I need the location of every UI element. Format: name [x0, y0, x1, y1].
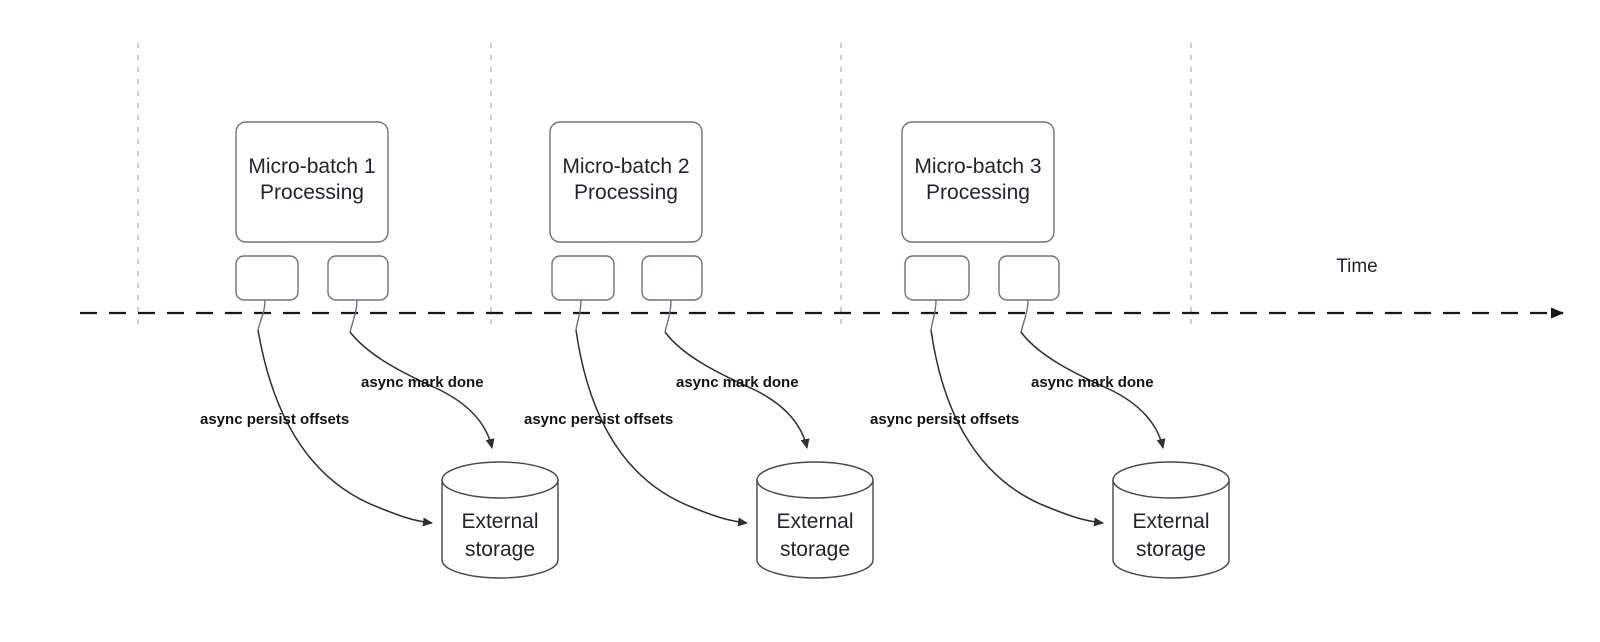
async-mark-done-label-3: async mark done: [1031, 374, 1154, 391]
micro-batch-1-label-line2: Processing: [260, 181, 364, 204]
task-box-3b-stem: [1020, 299, 1029, 333]
task-box-2b-stem: [664, 299, 672, 333]
external-storage-3-label-line1: External: [1132, 510, 1209, 533]
micro-batch-3-label-line2: Processing: [926, 181, 1030, 204]
task-box-1b-stem: [349, 299, 358, 333]
micro-batch-1-box[interactable]: [235, 121, 389, 243]
external-storage-1-label-line1: External: [461, 510, 538, 533]
task-box-2a[interactable]: [551, 255, 615, 301]
time-axis: Time: [80, 256, 1564, 319]
async-mark-done-edge-1: [349, 331, 495, 449]
external-storage-cylinder-1[interactable]: [441, 461, 559, 579]
group-1: Micro-batch 1 Processing async persist o…: [200, 121, 559, 579]
micro-batch-2-label-line1: Micro-batch 2: [562, 155, 689, 178]
async-persist-offsets-edge-1: [257, 329, 433, 527]
micro-batch-2-box[interactable]: [549, 121, 703, 243]
async-persist-offsets-label-3: async persist offsets: [870, 411, 1019, 428]
task-box-2a-stem: [575, 299, 582, 331]
task-box-1a-stem: [257, 299, 266, 331]
task-box-2b[interactable]: [641, 255, 703, 301]
async-persist-offsets-edge-2: [575, 329, 748, 527]
external-storage-cylinder-3[interactable]: [1112, 461, 1230, 579]
group-2: Micro-batch 2 Processing async persist o…: [524, 121, 874, 579]
async-persist-offsets-edge-3: [930, 329, 1104, 527]
async-mark-done-edge-2: [664, 331, 810, 449]
external-storage-3-label-line2: storage: [1136, 538, 1206, 561]
micro-batch-1-label-line1: Micro-batch 1: [248, 155, 375, 178]
async-persist-offsets-label-1: async persist offsets: [200, 411, 349, 428]
external-storage-cylinder-2[interactable]: [756, 461, 874, 579]
external-storage-2-label-line2: storage: [780, 538, 850, 561]
async-mark-done-edge-3: [1020, 331, 1166, 449]
async-persist-offsets-label-2: async persist offsets: [524, 411, 673, 428]
task-box-3a[interactable]: [904, 255, 970, 301]
task-box-1a[interactable]: [235, 255, 299, 301]
async-mark-done-label-2: async mark done: [676, 374, 799, 391]
micro-batch-2-label-line2: Processing: [574, 181, 678, 204]
task-box-3b[interactable]: [998, 255, 1060, 301]
task-box-3a-stem: [930, 299, 937, 331]
external-storage-2-label-line1: External: [776, 510, 853, 533]
async-mark-done-label-1: async mark done: [361, 374, 484, 391]
group-3: Micro-batch 3 Processing async persist o…: [870, 121, 1230, 579]
micro-batch-3-box[interactable]: [901, 121, 1055, 243]
task-box-1b[interactable]: [327, 255, 389, 301]
micro-batch-3-label-line1: Micro-batch 3: [914, 155, 1041, 178]
time-axis-label: Time: [1336, 256, 1378, 277]
external-storage-1-label-line2: storage: [465, 538, 535, 561]
